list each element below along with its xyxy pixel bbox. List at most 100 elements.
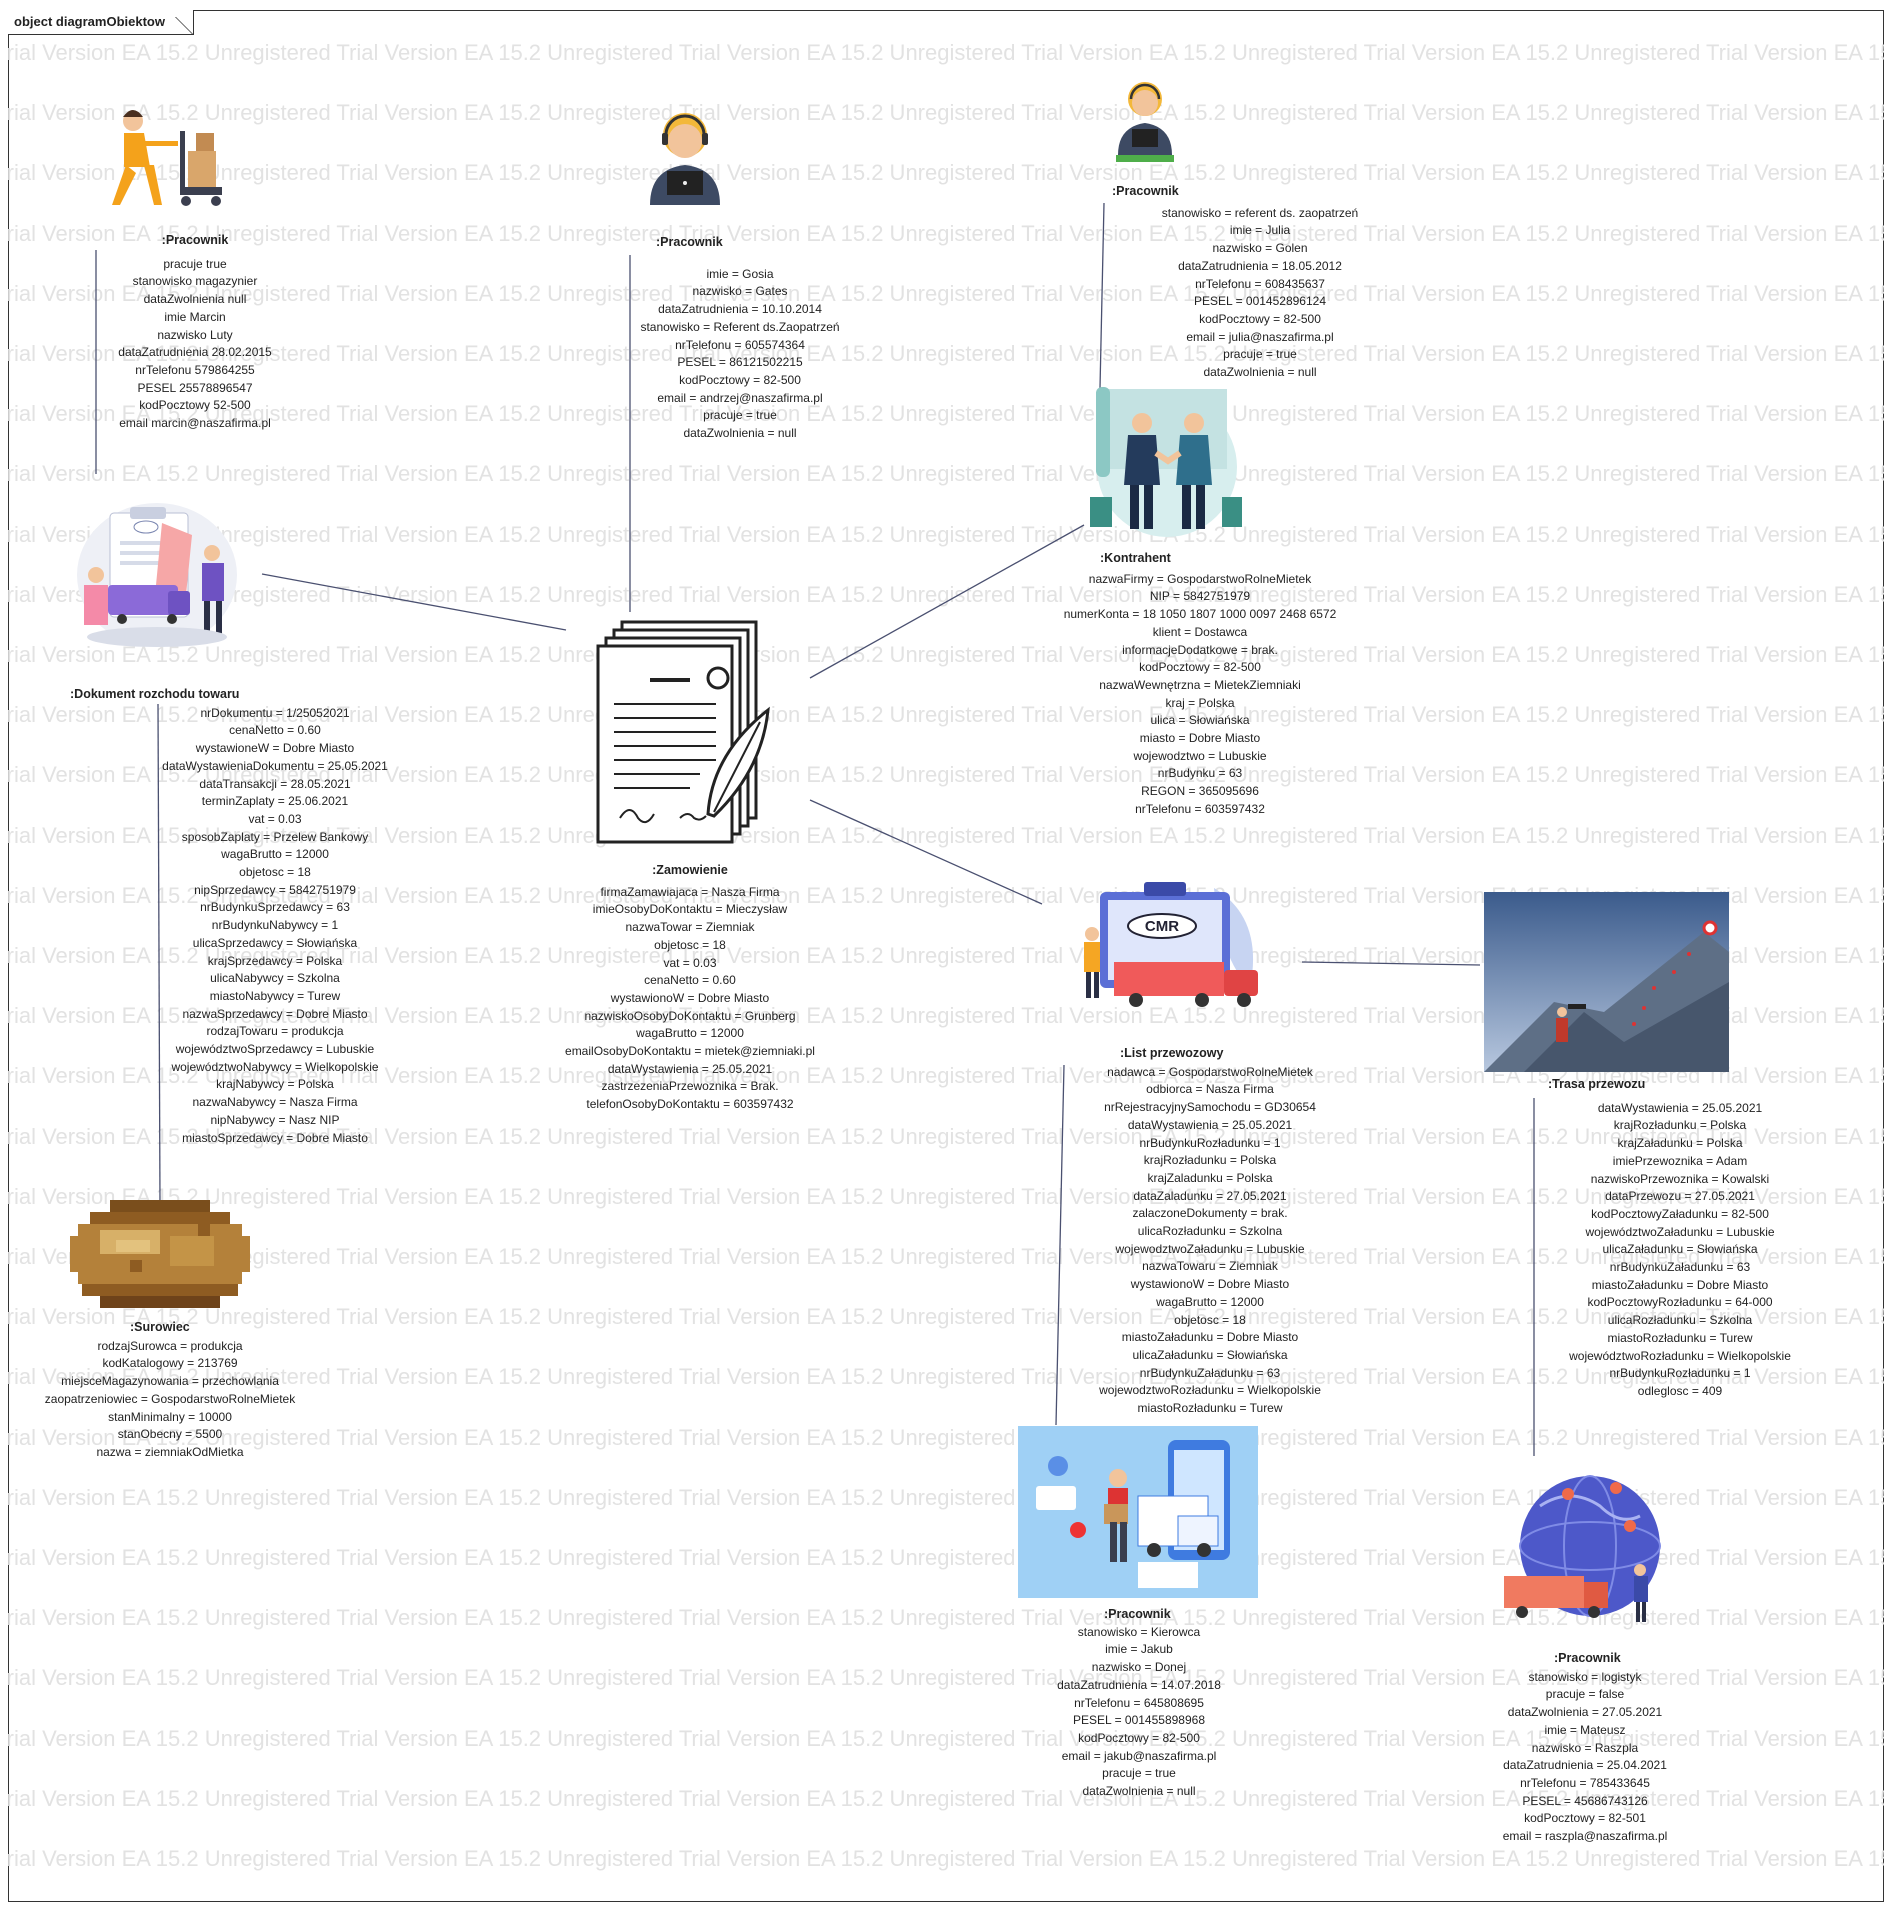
headset-operator-icon — [640, 105, 730, 205]
attribute: cenaNetto = 0.60 — [644, 973, 736, 988]
attribute: dataWystawieniaDokumentu = 25.05.2021 — [162, 758, 388, 773]
object-pracownik-mateusz[interactable]: :Pracownik stanowisko = logistyk pracuje… — [1460, 1650, 1710, 1846]
connector-zamowienie-list — [809, 799, 1043, 905]
headset-operator-icon — [1112, 75, 1178, 165]
attribute: nazwa = ziemniakOdMietka — [96, 1444, 244, 1459]
attribute: kodPocztowy = 82-500 — [1078, 1730, 1200, 1745]
attribute: terminZaplaty = 25.06.2021 — [201, 794, 349, 809]
attribute: nrTelefonu = 605574364 — [675, 337, 805, 352]
attribute: nrBudynkuZaładunku = 63 — [1609, 1260, 1751, 1275]
connector-list-trasa — [1301, 961, 1481, 966]
watermark-row: Trial Version EA 15.2 Unregistered Trial… — [8, 341, 1884, 366]
attribute: imiePrzewoznika = Adam — [1612, 1153, 1748, 1168]
object-pracownik-jakub[interactable]: :Pracownik stanowisko = Kierowca imie = … — [1014, 1606, 1264, 1801]
attribute: zaopatrzeniowiec = GospodarstwoRolneMiet… — [44, 1391, 296, 1406]
attribute: miastoZaładunku = Dobre Miasto — [1121, 1330, 1299, 1345]
attribute-list: stanowisko = Kierowca imie = Jakub nazwi… — [1014, 1624, 1264, 1801]
object-list-przewozowy[interactable]: :List przewozowy nadawca = GospodarstwoR… — [1060, 1045, 1360, 1418]
attribute: dataZaladunku = 27.05.2021 — [1133, 1188, 1287, 1203]
watermark-row: Trial Version EA 15.2 Unregistered Trial… — [8, 1424, 1884, 1450]
attribute: miastoRozładunku = Turew — [1137, 1401, 1283, 1416]
watermark-row: Trial Version EA 15.2 Unregistered Trial… — [8, 280, 1884, 306]
attribute: stanowisko = Referent ds.Zaopatrzeń — [640, 319, 840, 334]
warehouse-worker-icon — [88, 105, 228, 220]
watermark-row: Trial Version EA 15.2 Unregistered Trial… — [8, 220, 1884, 246]
attribute-list: nrDokumentu = 1/25052021 cenaNetto = 0.6… — [110, 705, 440, 1148]
attribute: dataWystawienia = 25.05.2021 — [1127, 1117, 1293, 1132]
watermark-row: Trial Version EA 15.2 Unregistered Trial… — [8, 1846, 1884, 1871]
attribute: kodPocztowy = 82-500 — [1199, 311, 1321, 326]
object-dokument-rozchodu[interactable]: :Dokument rozchodu towaru nrDokumentu = … — [60, 686, 440, 1147]
attribute: krajZaladunku = Polska — [1147, 1170, 1273, 1185]
object-kontrahent[interactable]: :Kontrahent nazwaFirmy = GospodarstwoRol… — [1060, 550, 1340, 819]
connector-list-jakub — [1055, 1064, 1065, 1426]
watermark-row: Trial Version EA 15.2 Unregistered Trial… — [8, 401, 1884, 427]
attribute: miastoSprzedawcy = Dobre Miasto — [182, 1130, 368, 1145]
attribute: nazwaNabywcy = Nasza Firma — [192, 1095, 358, 1110]
attribute: kodKatalogowy = 213769 — [102, 1356, 238, 1371]
attribute: wystawioneW = Dobre Miasto — [195, 741, 355, 756]
attribute: nrRejestracyjnySamochodu = GD30654 — [1104, 1100, 1316, 1115]
attribute: nazwaFirmy = GospodarstwoRolneMietek — [1088, 571, 1312, 586]
object-pracownik-gosia[interactable]: :Pracownik imie = Gosia nazwisko = Gates… — [600, 234, 880, 443]
potato-icon — [70, 1200, 250, 1315]
attribute: stanowisko = logistyk — [1528, 1669, 1642, 1684]
attribute: zalaczoneDokumenty = brak. — [1132, 1206, 1288, 1221]
attribute-list: imie = Gosia nazwisko = Gates dataZatrud… — [600, 266, 880, 443]
attribute: pracuje = false — [1545, 1687, 1625, 1702]
object-pracownik-julia[interactable]: :Pracownik stanowisko = referent ds. zao… — [1112, 183, 1400, 382]
attribute: vat = 0.03 — [663, 955, 717, 970]
object-surowiec[interactable]: :Surowiec rodzajSurowca = produkcja kodK… — [30, 1319, 310, 1462]
watermark-row: Trial Version EA 15.2 Unregistered Trial… — [8, 762, 1884, 788]
watermark-row: Trial Version EA 15.2 Unregistered Trial… — [8, 1785, 1884, 1811]
cmr-label: CMR — [1145, 918, 1179, 935]
attribute: nazwisko = Golen — [1212, 241, 1308, 256]
object-zamowienie[interactable]: :Zamowienie firmaZamawiajaca = Nasza Fir… — [550, 862, 830, 1114]
attribute: objetosc = 18 — [239, 865, 311, 880]
attribute: nazwisko = Gates — [692, 284, 788, 299]
delivery-courier-icon — [1018, 1426, 1258, 1598]
attribute: miastoRozładunku = Turew — [1607, 1330, 1753, 1345]
attribute: dataWystawienia = 25.05.2021 — [1597, 1100, 1763, 1115]
connector-julia-kontrahent — [1099, 202, 1105, 389]
attribute: dataZatrudnienia = 10.10.2014 — [658, 302, 822, 317]
attribute: dataZwolnienia = null — [683, 426, 797, 441]
diagram-frame — [8, 10, 1884, 1902]
attribute: zastrzezeniaPrzewoznika = Brak. — [601, 1079, 779, 1094]
attribute: nazwaTowaru = Ziemniak — [1142, 1259, 1278, 1274]
attribute: PESEL = 45686743126 — [1522, 1793, 1648, 1808]
mountain-route-icon — [1484, 892, 1729, 1072]
attribute: nrDokumentu = 1/25052021 — [200, 705, 350, 720]
object-title: :Zamowienie — [652, 863, 728, 877]
attribute: imieOsobyDoKontaktu = Mieczysław — [592, 902, 788, 917]
watermark-row: Trial Version EA 15.2 Unregistered Trial… — [8, 1725, 1884, 1751]
attribute: PESEL = 86121502215 — [677, 355, 803, 370]
attribute: krajZaładunku = Polska — [1617, 1136, 1743, 1151]
attribute: pracuje true — [163, 256, 227, 271]
attribute: ulica = Słowiańska — [1150, 713, 1250, 728]
attribute: dataZwolnienia null — [143, 292, 247, 307]
object-title: :Pracownik — [1104, 1607, 1171, 1621]
attribute: email = jakub@naszafirma.pl — [1061, 1748, 1217, 1763]
object-title: :Pracownik — [161, 233, 229, 247]
attribute: nrBudynku = 63 — [1157, 766, 1243, 781]
attribute: vat = 0.03 — [248, 811, 302, 826]
attribute: pracuje = true — [703, 408, 777, 423]
attribute: miastoZaładunku = Dobre Miasto — [1591, 1277, 1769, 1292]
attribute: województwoSprzedawcy = Lubuskie — [175, 1042, 375, 1057]
attribute: nrBudynkuSprzedawcy = 63 — [200, 900, 350, 915]
cmr-document-icon — [72, 495, 242, 655]
attribute: sposobZaplaty = Przelew Bankowy — [181, 829, 369, 844]
object-trasa-przewozu[interactable]: :Trasa przewozu dataWystawienia = 25.05.… — [1540, 1076, 1820, 1401]
attribute: REGON = 365095696 — [1141, 784, 1259, 799]
attribute: nipNabywcy = Nasz NIP — [210, 1112, 340, 1127]
object-title: :List przewozowy — [1120, 1046, 1224, 1060]
object-pracownik-magazynier[interactable]: :Pracownik pracuje true stanowisko magaz… — [80, 232, 310, 433]
attribute: nazwisko = Donej — [1091, 1660, 1187, 1675]
attribute: odbiorca = Nasza Firma — [1146, 1082, 1274, 1097]
attribute: wagaBrutto = 12000 — [221, 847, 329, 862]
attribute: email = raszpla@naszafirma.pl — [1502, 1829, 1668, 1844]
watermark-row: Trial Version EA 15.2 Unregistered Trial… — [8, 642, 1884, 667]
attribute: dataWystawienia = 25.05.2021 — [607, 1061, 773, 1076]
